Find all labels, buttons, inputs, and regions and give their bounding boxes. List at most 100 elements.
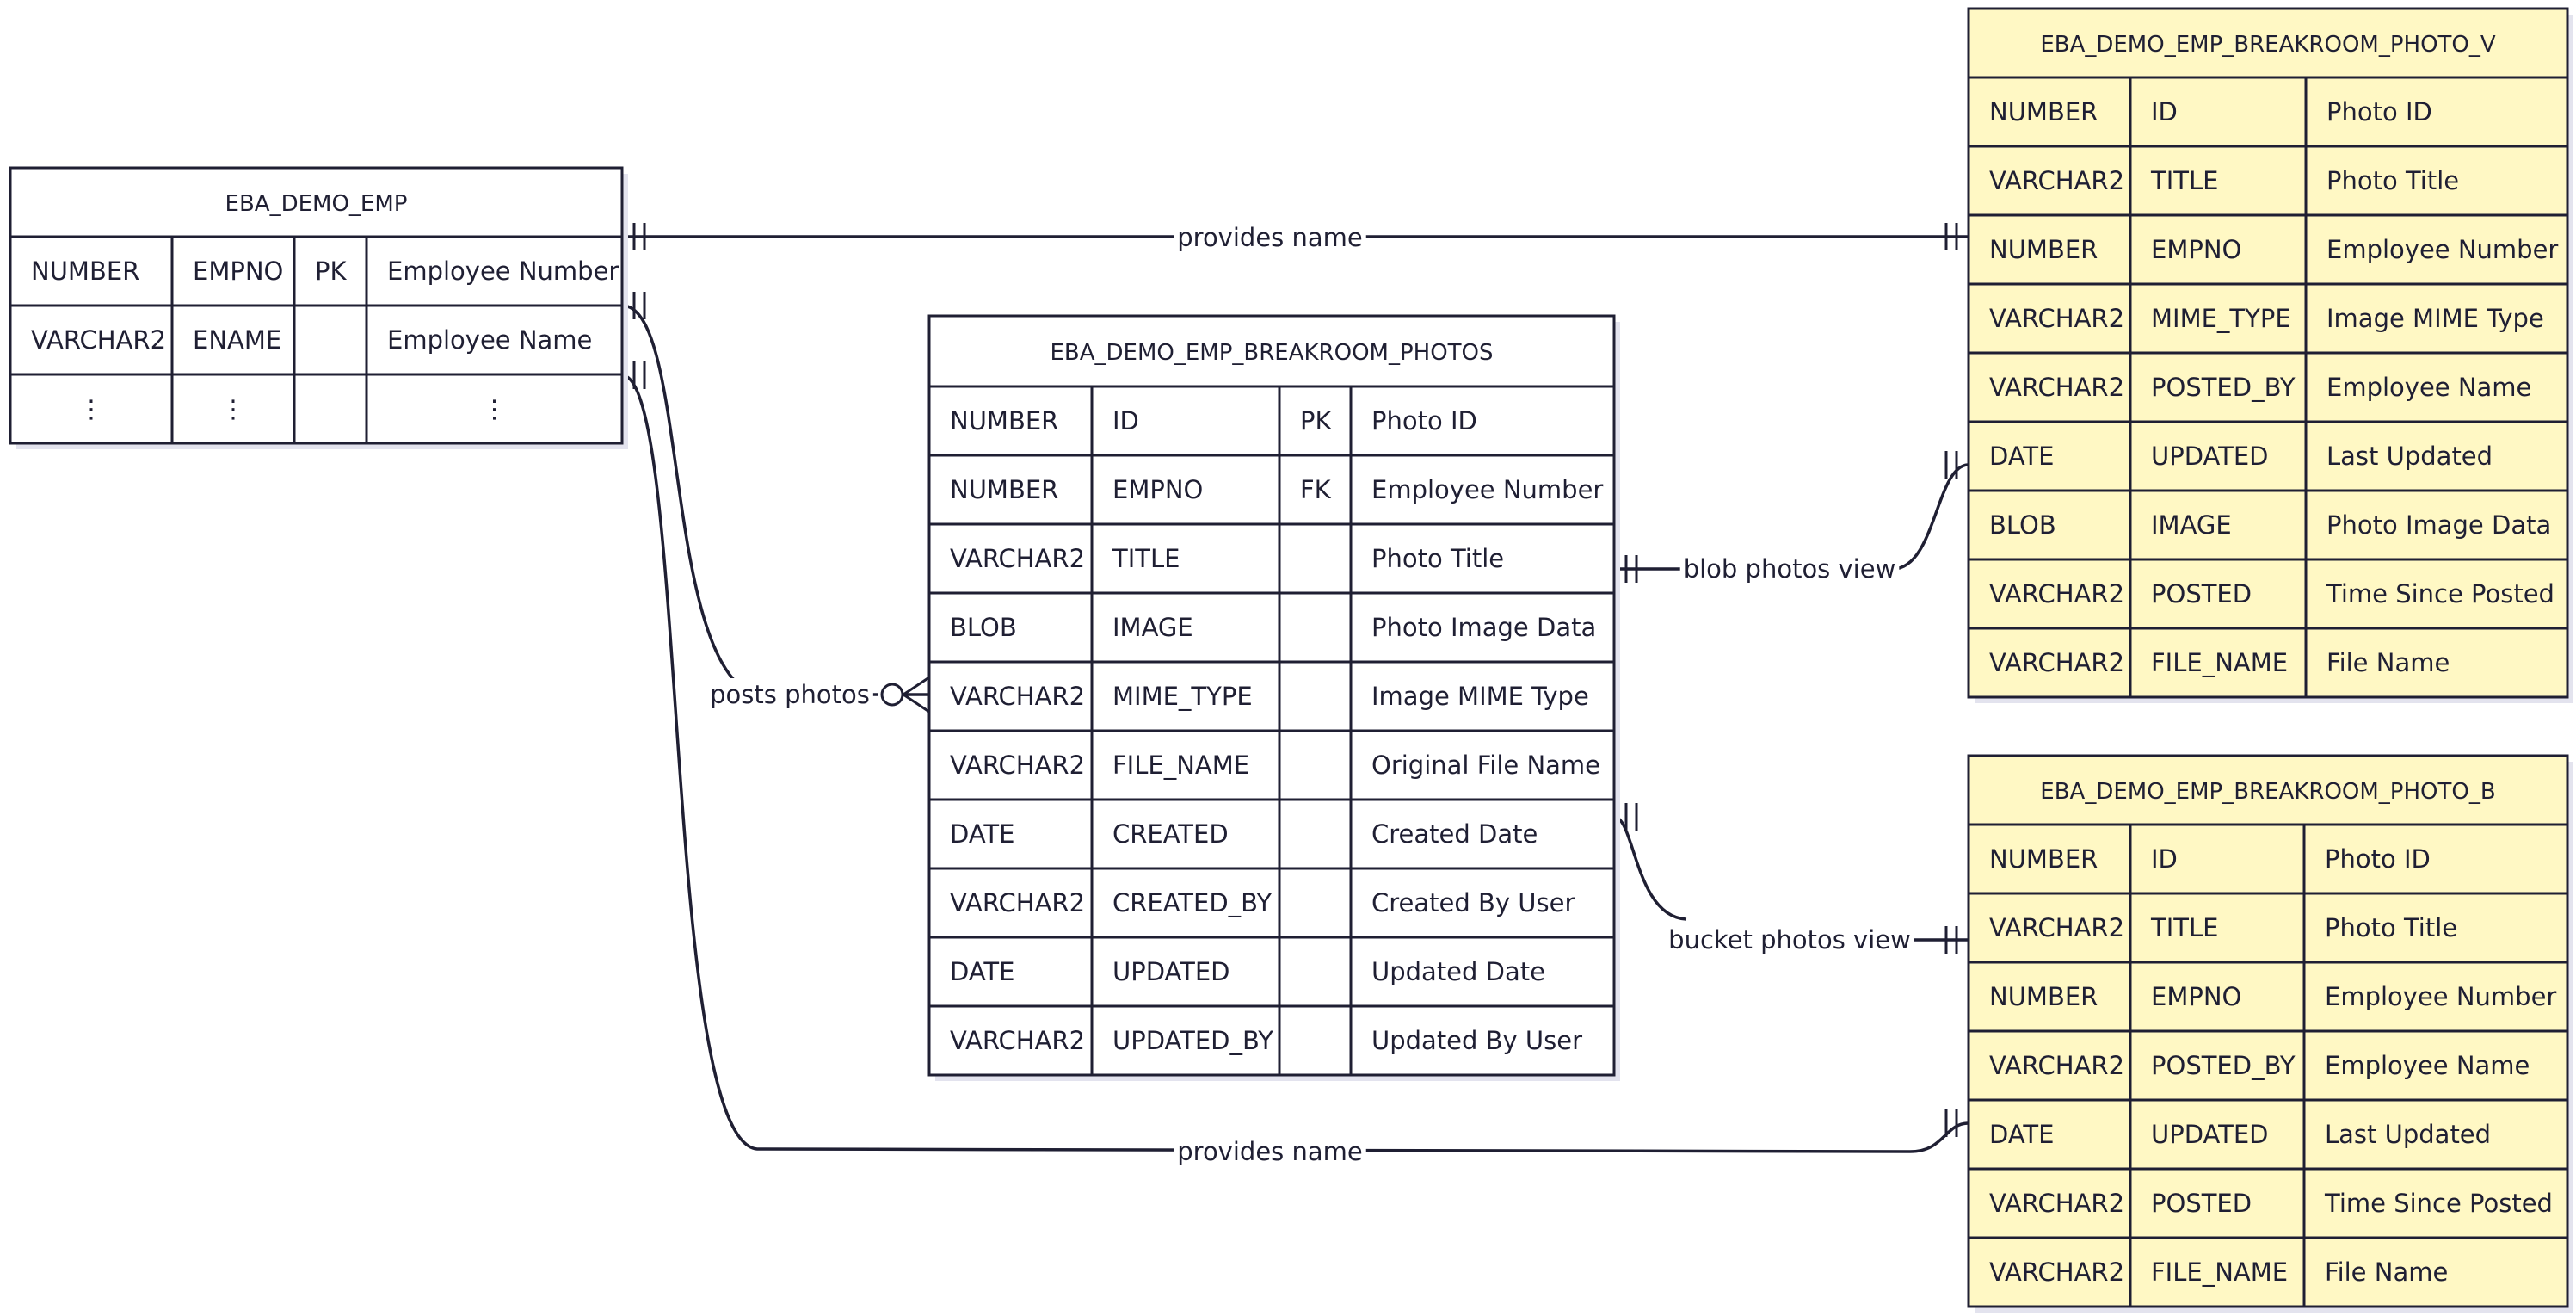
attribute-cell: NUMBER [31, 256, 139, 286]
relationship-label: provides name [1174, 1135, 1366, 1168]
attribute-cell: Employee Name [387, 325, 592, 355]
attribute-cell: TITLE [1112, 544, 1180, 573]
entity-title: EBA_DEMO_EMP_BREAKROOM_PHOTOS [1050, 340, 1493, 366]
label-background [1679, 553, 1900, 585]
attribute-cell: NUMBER [950, 475, 1058, 504]
attribute-cell: VARCHAR2 [1989, 166, 2124, 195]
attribute-cell: VARCHAR2 [1989, 1189, 2124, 1218]
attribute-cell: ID [2151, 844, 2178, 874]
attribute-cell: NUMBER [1989, 235, 2098, 264]
attribute-row[interactable]: ⋮⋮⋮ [79, 394, 508, 423]
relationship-emp-photo-b[interactable] [621, 361, 1969, 1153]
relationship-photos-photo-b[interactable] [1613, 803, 1969, 954]
attribute-cell: Original File Name [1371, 751, 1600, 780]
attribute-cell: ID [1112, 406, 1139, 436]
attribute-cell: EMPNO [193, 256, 283, 286]
attribute-cell: Employee Name [2325, 1051, 2530, 1080]
attribute-row[interactable]: VARCHAR2 TITLE Photo Title [950, 544, 1504, 573]
attribute-cell: Photo Title [1371, 544, 1504, 573]
attribute-cell: UPDATED_BY [1112, 1026, 1273, 1055]
attribute-cell: Time Since Posted [2326, 579, 2554, 609]
attribute-cell: Photo ID [2325, 844, 2431, 874]
attribute-cell: VARCHAR2 [1989, 373, 2124, 402]
attribute-cell: PK [315, 256, 347, 286]
relationship-photos-photo-v[interactable] [1614, 451, 1969, 583]
attribute-cell: DATE [1989, 1120, 2054, 1149]
crows-foot-prong [903, 676, 930, 696]
attribute-cell: Last Updated [2326, 442, 2493, 471]
attribute-cell: Photo ID [2326, 97, 2432, 127]
label-background [1174, 1135, 1366, 1168]
attribute-cell: DATE [950, 957, 1014, 986]
crows-foot-prong [903, 693, 930, 714]
label-background [1174, 221, 1366, 254]
attribute-row[interactable]: NUMBER EMPNO PK Employee Number [31, 256, 619, 286]
attribute-cell: CREATED_BY [1112, 888, 1272, 917]
attribute-cell: Photo Image Data [2326, 510, 2551, 540]
attribute-cell: POSTED [2151, 1189, 2252, 1218]
entity-title: EBA_DEMO_EMP_BREAKROOM_PHOTO_B [2040, 779, 2495, 805]
zero-circle [880, 683, 904, 707]
entity-title: EBA_DEMO_EMP [225, 191, 408, 217]
attribute-cell: VARCHAR2 [1989, 1257, 2124, 1287]
attribute-cell: Image MIME Type [1371, 682, 1589, 711]
label-background [1665, 924, 1914, 956]
attribute-cell: IMAGE [1112, 613, 1193, 642]
attribute-cell: EMPNO [1112, 475, 1203, 504]
relationship-emp-photos[interactable] [621, 292, 930, 714]
attribute-cell: Employee Number [387, 256, 619, 286]
attribute-cell: File Name [2326, 648, 2450, 677]
attribute-cell: BLOB [1989, 510, 2056, 540]
attribute-cell: ⋮ [482, 394, 507, 423]
attribute-cell: Photo Title [2326, 166, 2459, 195]
attribute-cell: BLOB [950, 613, 1017, 642]
relationship-line [621, 304, 929, 696]
attribute-cell: Photo ID [1371, 406, 1477, 436]
attribute-cell: VARCHAR2 [950, 544, 1085, 573]
attribute-cell: VARCHAR2 [950, 751, 1085, 780]
attribute-cell: VARCHAR2 [950, 888, 1085, 917]
attribute-cell: Created Date [1371, 819, 1538, 849]
attribute-cell: FK [1300, 475, 1332, 504]
attribute-cell: Employee Number [2325, 982, 2556, 1011]
entity-emp[interactable]: EBA_DEMO_EMP NUMBER EMPNO PK Employee Number… [9, 166, 628, 449]
attribute-cell: POSTED [2151, 579, 2252, 609]
relationship-label-text: bucket photos view [1668, 925, 1911, 955]
attribute-cell: UPDATED [2151, 1120, 2269, 1149]
entity-box [927, 314, 1616, 1077]
attribute-cell: TITLE [2150, 913, 2218, 942]
attribute-cell: UPDATED [1112, 957, 1230, 986]
attribute-cell: Employee Number [2326, 235, 2558, 264]
